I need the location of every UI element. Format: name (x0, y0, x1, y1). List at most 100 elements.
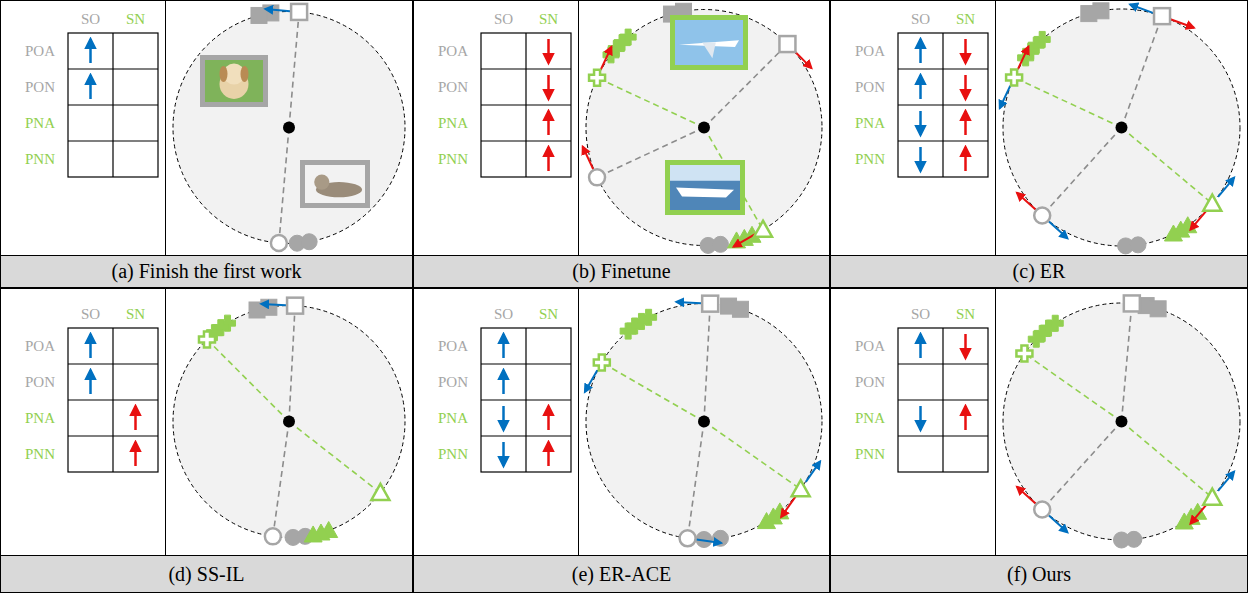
row-label: PNN (438, 152, 468, 167)
origin-dot (1116, 122, 1128, 134)
caption-box: (b) Finetune (413, 255, 830, 288)
triangle-marker (1164, 225, 1182, 241)
picture (305, 165, 365, 203)
picture (675, 20, 743, 65)
table-arrow (964, 111, 967, 135)
panel-divider (995, 288, 996, 555)
table-grid (898, 435, 988, 436)
table-grid (898, 363, 988, 364)
column-header: SO (81, 307, 100, 322)
dashed-radius (1122, 303, 1132, 421)
table-arrow (547, 442, 550, 466)
picture-frame (670, 15, 748, 70)
caption-text: (a) Finish the first work (112, 260, 302, 283)
column-header: SN (126, 307, 145, 322)
table-arrow (964, 39, 967, 63)
gradient-arrow (806, 461, 820, 481)
table-arrow (547, 147, 550, 171)
table-grid (68, 33, 158, 177)
gradient-arrow (1049, 222, 1068, 239)
picture (205, 60, 263, 102)
row-label: POA (25, 339, 55, 354)
row-label: PON (438, 375, 468, 390)
table-arrow (919, 406, 922, 430)
dog (241, 66, 249, 82)
caption-text: (c) ER (1013, 260, 1066, 283)
plus-marker (1006, 69, 1022, 85)
dog (220, 66, 228, 82)
gradient-arrow (1017, 193, 1036, 210)
row-label: POA (25, 44, 55, 59)
table-arrow (89, 39, 92, 63)
caption-box: (d) SS-IL (0, 555, 413, 593)
panel-divider (578, 288, 579, 555)
plus-marker (594, 355, 610, 371)
caption-text: (f) Ours (1007, 563, 1071, 586)
circle-marker (265, 528, 281, 544)
table-arrow (502, 442, 505, 466)
circle-marker (1114, 532, 1130, 548)
table-grid (481, 399, 571, 400)
table-grid (68, 435, 158, 436)
panel-divider (165, 288, 166, 555)
picture-frame (200, 55, 268, 107)
gradient-arrow (601, 47, 612, 70)
column-header: SN (956, 307, 975, 322)
row-label: PON (855, 375, 885, 390)
caption-box: (f) Ours (830, 555, 1248, 593)
gradient-arrow (1170, 19, 1193, 28)
table-grid (68, 363, 158, 364)
table-grid (68, 328, 158, 472)
gradient-arrow (261, 304, 286, 305)
circle-marker (589, 169, 605, 185)
feature-sphere (173, 12, 405, 244)
table-arrow (964, 75, 967, 99)
panel-divider (578, 0, 579, 255)
square-marker (251, 7, 267, 23)
table-arrow (964, 334, 967, 358)
circle-marker (712, 236, 728, 252)
triangle-marker (1175, 513, 1193, 529)
caption-text: (e) ER-ACE (572, 563, 671, 586)
gradient-arrow (676, 302, 701, 303)
table-grid (68, 140, 158, 141)
triangle-marker (754, 221, 772, 237)
column-header: SO (494, 307, 513, 322)
origin-dot (283, 122, 295, 134)
gradient-arrow (1190, 505, 1206, 524)
dashed-radius (207, 339, 289, 421)
table-grid (68, 68, 158, 69)
dashed-radius (704, 304, 710, 422)
table-grid (481, 328, 571, 472)
column-header: SN (126, 12, 145, 27)
feature-sphere (173, 306, 405, 538)
dashed-radius (704, 422, 801, 490)
square-marker (1150, 301, 1166, 317)
circle-marker (1130, 237, 1146, 253)
triangle-marker (304, 526, 322, 542)
table-arrow (134, 442, 137, 466)
row-label: PNN (855, 447, 885, 462)
table-arrow (547, 406, 550, 430)
row-label: PNA (25, 116, 55, 131)
feature-sphere (586, 10, 822, 246)
row-label: PNN (855, 152, 885, 167)
gradient-arrow (696, 540, 721, 543)
caption-box: (a) Finish the first work (0, 255, 413, 288)
table-grid (898, 328, 988, 472)
column-header: SN (956, 12, 975, 27)
circle-marker (301, 234, 317, 250)
row-label: PON (855, 80, 885, 95)
dashed-radius (688, 422, 704, 539)
table-grid (898, 399, 988, 400)
table-grid (898, 33, 988, 177)
gradient-arrow (1190, 211, 1206, 230)
dashed-radius (602, 363, 704, 422)
row-label: PNA (25, 411, 55, 426)
column-header: SN (539, 307, 558, 322)
square-marker (732, 301, 748, 317)
gradient-arrow (1218, 178, 1234, 197)
table-arrow (89, 334, 92, 358)
square-marker (1124, 295, 1140, 311)
